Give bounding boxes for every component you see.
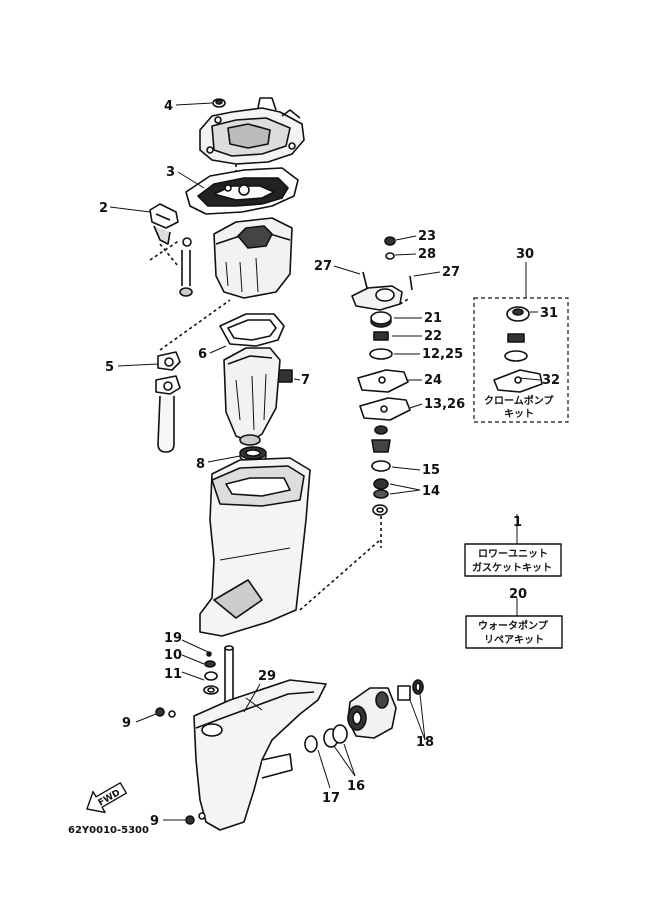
chrome-pump-kit-box [473,297,569,423]
callout-10: 10 [164,648,182,663]
upper-housing-block [213,217,293,299]
chrome-pump-kit-label-line1: クロームポンプ [484,394,554,407]
callout-13-26: 13,26 [424,397,465,412]
prop-shaft-housing [347,687,397,739]
callout-5: 5 [105,360,114,375]
part-4-nut [212,98,226,108]
callout-27-left: 27 [314,259,332,274]
water-pump-repair-kit-box [465,615,563,649]
callout-7: 7 [301,373,310,388]
drawing-code: 62Y0010-5300 [68,825,149,836]
callout-20: 20 [509,587,527,602]
parts-10-11-19 [203,651,219,695]
lower-housing [199,457,381,637]
parts-16-17-rings [304,724,348,753]
part-6-gasket [219,313,285,347]
callout-9-lower: 9 [150,814,159,829]
part-2-bracket [149,203,193,297]
callout-17: 17 [322,791,340,806]
part-5-tube-grommets [155,299,231,453]
callout-27-right: 27 [442,265,460,280]
callout-3: 3 [166,165,175,180]
callout-28: 28 [418,247,436,262]
lower-unit-gasket-kit-label-line2: ガスケットキット [472,561,552,574]
water-pump-repair-kit-label-line1: ウォータポンプ [478,619,549,632]
callout-18: 18 [416,735,434,750]
callout-15: 15 [422,463,440,478]
callout-8: 8 [196,457,205,472]
callout-32: 32 [542,373,560,388]
callout-11: 11 [164,667,182,682]
callout-14: 14 [422,484,440,499]
callout-21: 21 [424,311,442,326]
chrome-kit-parts [493,306,543,393]
callout-29: 29 [258,669,276,684]
callout-2: 2 [99,201,108,216]
part-9-bolts [155,707,206,825]
callout-22: 22 [424,329,442,344]
fwd-arrow-icon [86,782,128,814]
exhaust-guide [223,347,281,446]
callout-9-upper: 9 [122,716,131,731]
callout-16: 16 [347,779,365,794]
pump-upper-parts [351,236,413,311]
part-3-gasket [185,167,299,215]
callout-31: 31 [540,306,558,321]
callout-24: 24 [424,373,442,388]
callout-1: 1 [513,515,522,530]
callout-23: 23 [418,229,436,244]
upper-cover-casting [199,97,305,176]
callout-30: 30 [516,247,534,262]
water-pump-repair-kit-label-line2: リペアキット [484,634,544,646]
lower-unit-gasket-kit-box [464,543,562,577]
callout-6: 6 [198,347,207,362]
callout-12-25: 12,25 [422,347,463,362]
callout-19: 19 [164,631,182,646]
gear-case [193,679,327,831]
chrome-pump-kit-label-line2: キット [504,408,534,420]
callout-4: 4 [164,99,173,114]
lower-unit-gasket-kit-label-line1: ロワーユニット [478,548,548,560]
part-18-bushings [397,679,424,701]
leader-lines [109,102,541,821]
pump-stack [357,311,411,548]
